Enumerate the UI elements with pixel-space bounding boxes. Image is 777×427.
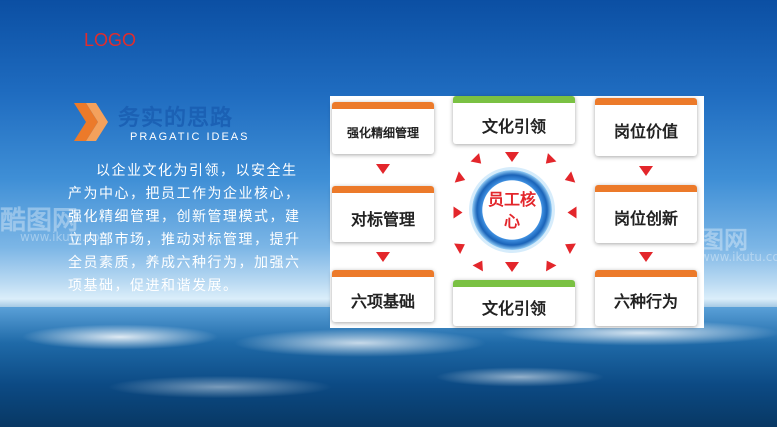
section-subtitle: PRAGATIC IDEAS xyxy=(130,131,250,143)
box-six-behaviors: 六种行为 xyxy=(595,270,697,326)
watermark-url: www.ikutu.com xyxy=(700,250,777,264)
watermark-text: 酷图网 xyxy=(0,206,79,236)
box-benchmark-management: 对标管理 xyxy=(332,186,434,242)
chevron-right-icon xyxy=(74,103,108,141)
logo: LOGO xyxy=(84,30,137,50)
box-refined-management: 强化精细管理 xyxy=(332,102,434,154)
box-post-innovation: 岗位创新 xyxy=(595,185,697,243)
core-circle: 员工核心 xyxy=(472,170,552,250)
arrow-ring xyxy=(567,206,577,219)
arrow-down xyxy=(505,262,519,272)
section-title: 务实的思路 xyxy=(118,105,234,131)
arrow-down xyxy=(505,152,519,162)
watermark-url: www.ikutu.com xyxy=(20,230,112,244)
box-six-foundations: 六项基础 xyxy=(332,270,434,322)
arrow-ring xyxy=(453,206,463,219)
arrow-down xyxy=(639,252,653,262)
arrow-down xyxy=(639,166,653,176)
arrow-down xyxy=(376,164,390,174)
arrow-down xyxy=(376,252,390,262)
core-label: 员工核心 xyxy=(488,190,537,231)
box-post-value: 岗位价值 xyxy=(595,98,697,156)
box-culture-lead-top: 文化引领 xyxy=(453,96,575,144)
box-culture-lead-bottom: 文化引领 xyxy=(453,280,575,326)
description-paragraph: 以企业文化为引领，以安全生产为中心，把员工作为企业核心，强化精细管理，创新管理模… xyxy=(68,163,301,294)
